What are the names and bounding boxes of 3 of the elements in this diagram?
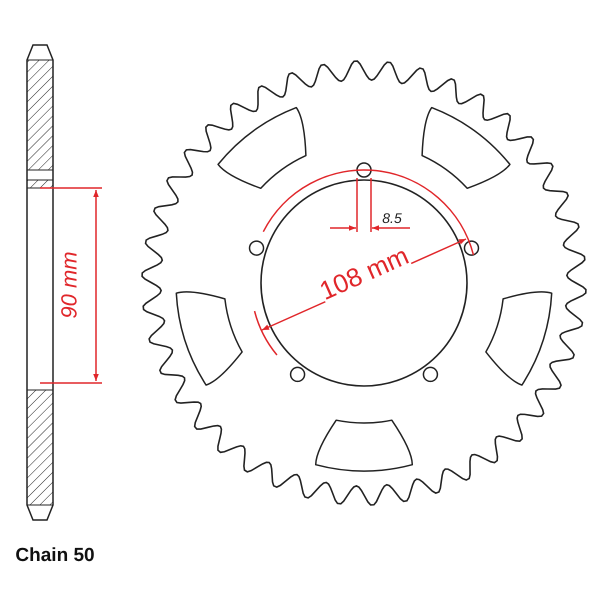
dimension-label: 8.5 bbox=[382, 211, 402, 225]
caption-text: Chain 50 bbox=[15, 546, 95, 564]
dimension-label: 90 mm bbox=[59, 251, 81, 319]
